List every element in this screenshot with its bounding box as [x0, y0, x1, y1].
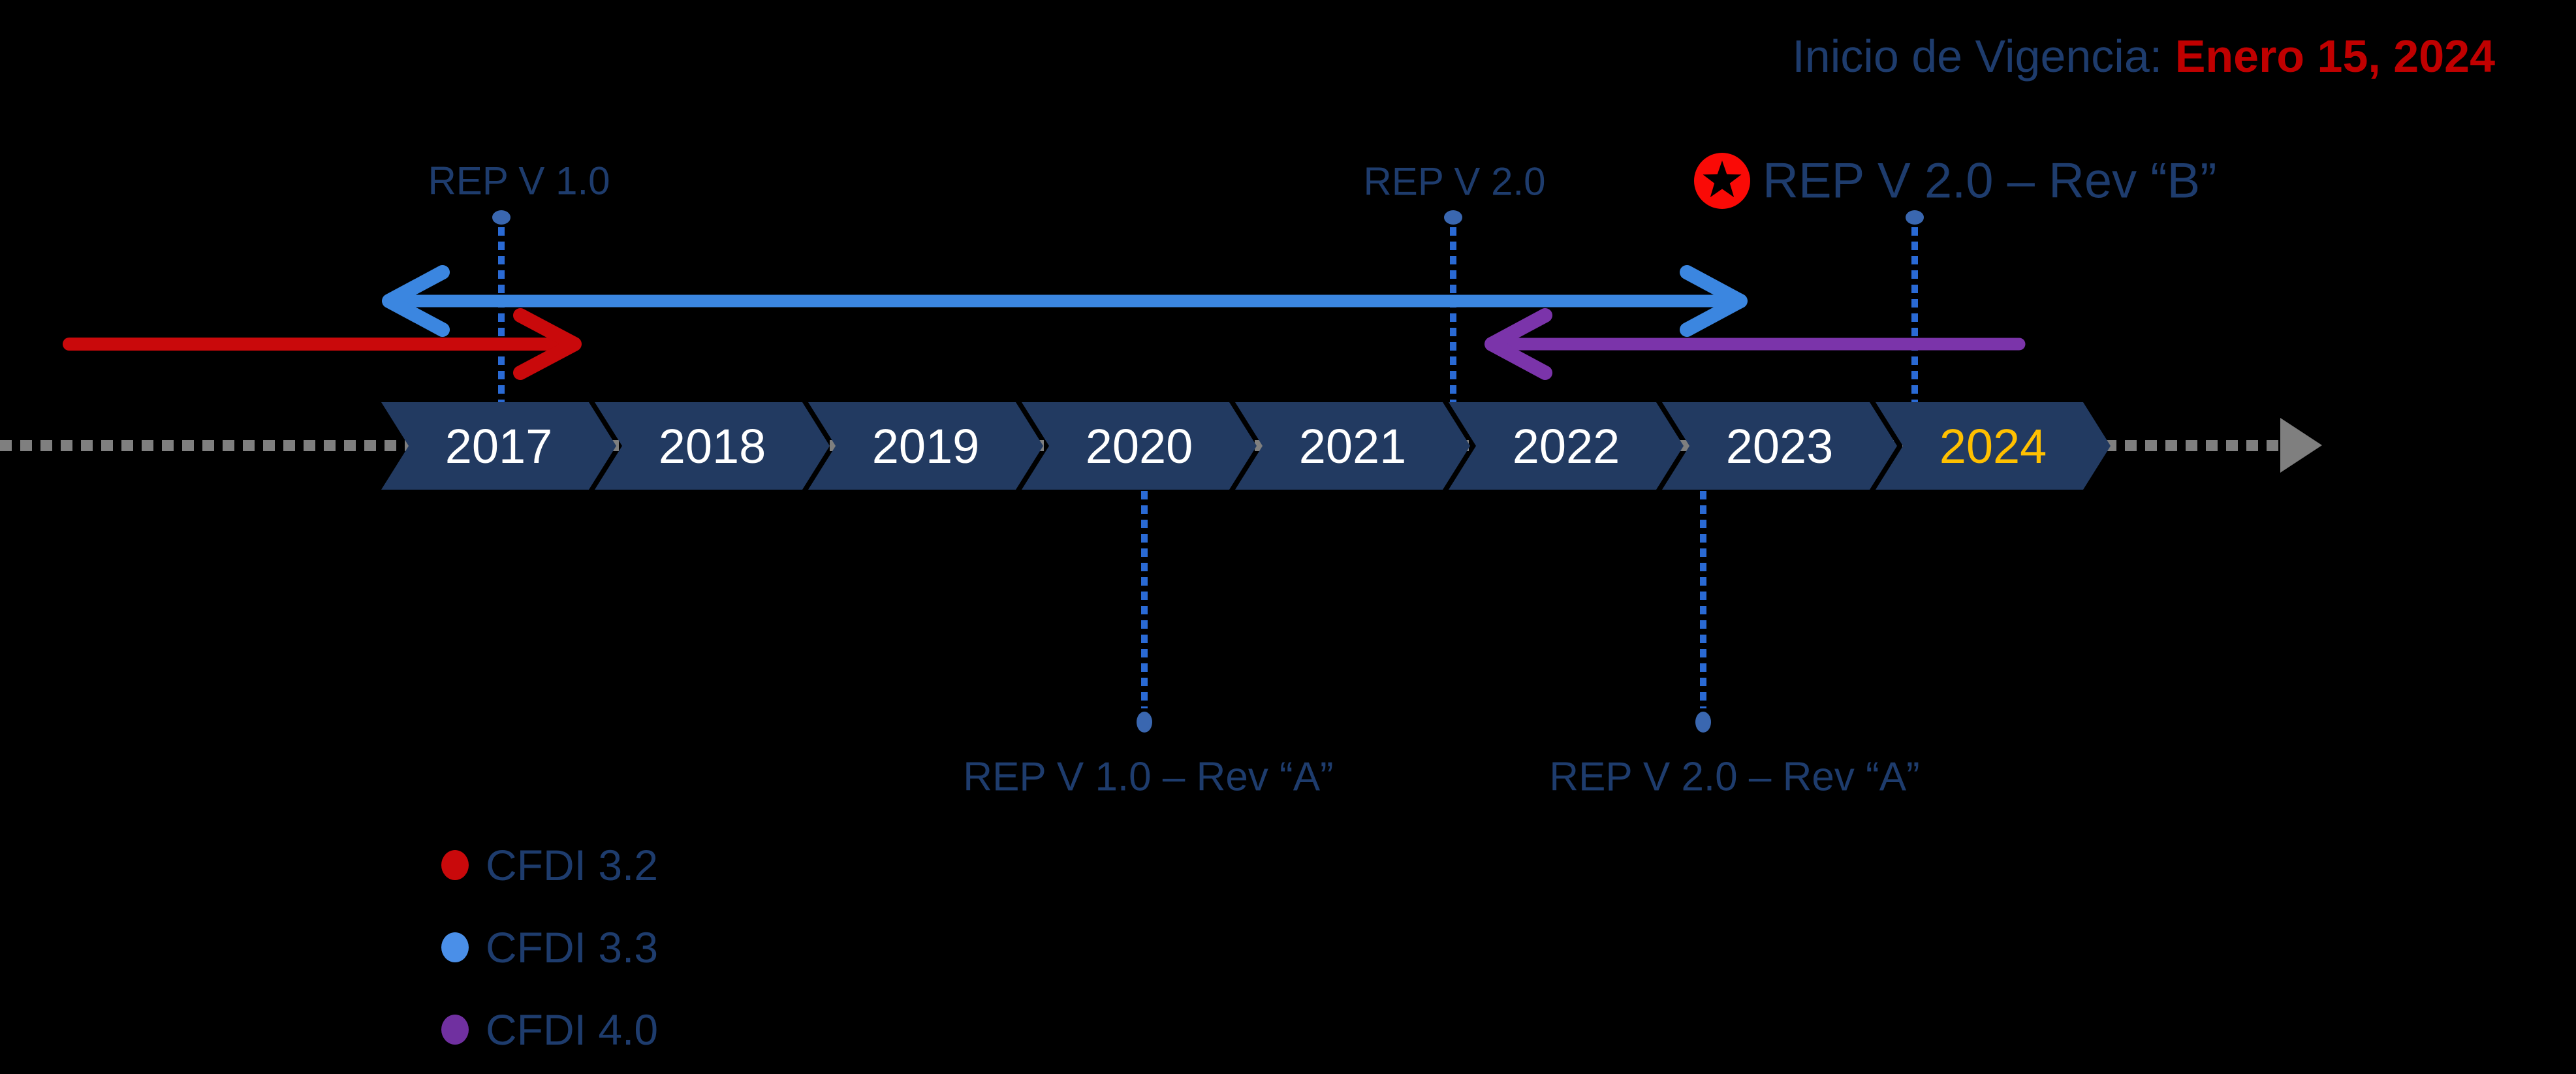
arrowhead-left-icon — [1484, 308, 1552, 380]
milestone-dot-rep-v1 — [492, 210, 510, 225]
year-chevron-2024: 2024 — [1876, 402, 2111, 490]
year-label: 2020 — [1085, 419, 1193, 473]
arrowhead-right-icon — [1680, 265, 1748, 337]
year-chevron-2022: 2022 — [1449, 402, 1684, 490]
milestone-label-rep-v1: REP V 1.0 — [428, 159, 610, 203]
legend-dot-blue-icon — [441, 932, 469, 962]
year-chevron-2017: 2017 — [381, 402, 616, 490]
milestone-dot-rep-v2-rev-a — [1695, 712, 1711, 733]
milestone-label-rep-v2: REP V 2.0 — [1363, 159, 1546, 204]
legend-dot-purple-icon — [441, 1015, 469, 1045]
page-title: Inicio de Vigencia: Enero 15, 2024 — [1792, 31, 2495, 82]
year-label: 2017 — [445, 419, 553, 473]
legend-label: CFDI 3.3 — [486, 923, 659, 971]
title-prefix: Inicio de Vigencia: — [1792, 31, 2175, 82]
year-label: 2022 — [1512, 419, 1620, 473]
year-label: 2019 — [872, 419, 980, 473]
cfdi-40-arrow — [1484, 308, 2026, 380]
connector-line-rep-v2 — [1450, 227, 1456, 402]
year-chevron-2018: 2018 — [595, 402, 830, 490]
legend: CFDI 3.2 CFDI 3.3 CFDI 4.0 — [441, 824, 658, 1071]
legend-item-cfdi-33: CFDI 3.3 — [441, 906, 658, 988]
year-label: 2018 — [658, 419, 766, 473]
year-label-highlighted: 2024 — [1939, 419, 2047, 473]
year-chevron-2023: 2023 — [1662, 402, 1897, 490]
cfdi-33-arrow — [382, 265, 1748, 337]
arrowhead-left-icon — [382, 265, 450, 337]
legend-item-cfdi-40: CFDI 4.0 — [441, 988, 658, 1071]
star-glyph — [1703, 161, 1742, 198]
year-label: 2023 — [1725, 419, 1834, 473]
legend-label: CFDI 3.2 — [486, 841, 659, 889]
milestone-dot-rep-v2-rev-b — [1906, 210, 1924, 225]
milestone-label-rep-v2-rev-b: REP V 2.0 – Rev “B” — [1763, 153, 2217, 209]
timeline-axis-arrowhead-icon — [2280, 418, 2322, 473]
legend-label: CFDI 4.0 — [486, 1005, 659, 1054]
legend-item-cfdi-32: CFDI 3.2 — [441, 824, 658, 906]
star-badge-icon — [1694, 153, 1750, 209]
milestone-dot-rep-v1-rev-a — [1137, 712, 1152, 733]
connector-line-rep-v2-rev-a — [1700, 491, 1706, 708]
connector-line-rep-v1 — [498, 227, 505, 402]
milestone-label-rep-v2-rev-a: REP V 2.0 – Rev “A” — [1549, 754, 1920, 800]
year-label: 2021 — [1298, 419, 1407, 473]
year-chevron-2019: 2019 — [808, 402, 1043, 490]
title-date: Enero 15, 2024 — [2175, 31, 2495, 82]
legend-dot-red-icon — [441, 850, 469, 880]
milestone-label-rep-v1-rev-a: REP V 1.0 – Rev “A” — [963, 754, 1334, 800]
year-chevron-2020: 2020 — [1022, 402, 1257, 490]
connector-line-rep-v2-rev-b — [1911, 227, 1918, 402]
milestone-dot-rep-v2 — [1444, 210, 1462, 225]
year-chevron-2021: 2021 — [1235, 402, 1470, 490]
connector-line-rep-v1-rev-a — [1141, 491, 1148, 708]
arrowhead-right-icon — [513, 308, 582, 380]
